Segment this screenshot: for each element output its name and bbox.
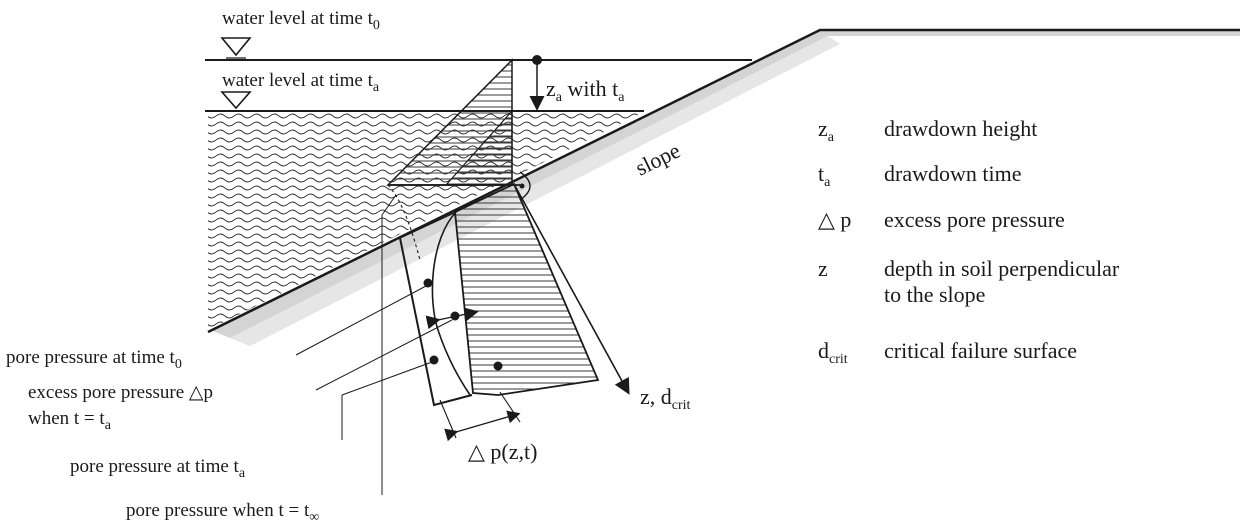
water-body	[208, 112, 644, 330]
legend-desc-z: depth in soil perpendicular	[884, 256, 1120, 281]
profile-dot-3	[429, 355, 439, 365]
pore-pressure-tinf-curve	[387, 184, 421, 261]
soil-pressure-distribution	[454, 182, 600, 396]
water-level-ta-symbol	[220, 91, 252, 110]
right-angle-arc	[519, 171, 531, 201]
profile-dot-1	[423, 278, 433, 288]
slope-surface-line	[207, 28, 1240, 334]
legend: za drawdown height ta drawdown time △ p …	[818, 116, 1120, 367]
pore-pressure-ta-label: pore pressure at time ta	[70, 456, 246, 481]
legend-desc-dcrit: critical failure surface	[884, 338, 1077, 363]
water-level-ta-label: water level at time ta	[222, 70, 380, 95]
profile-dot-4	[493, 361, 503, 371]
leader-pore-t0	[295, 285, 427, 356]
z-dcrit-label: z, dcrit	[640, 384, 691, 413]
delta-p-dimension	[444, 410, 521, 442]
leader-excess	[315, 319, 453, 391]
za-with-ta-label: za with ta	[546, 76, 625, 105]
legend-symbol-za: za	[818, 116, 835, 145]
z-axis-arrow	[513, 183, 630, 395]
pore-pressure-tinf-label: pore pressure when t = t∞	[126, 500, 319, 525]
legend-symbol-dcrit: dcrit	[818, 338, 848, 367]
leader-pore-tinf-2	[381, 194, 397, 216]
delta-p-dim-right	[499, 391, 521, 423]
water-level-t0-symbol	[220, 37, 252, 57]
excess-double-arrow	[425, 307, 479, 330]
delta-p-zt-label: △ p(z,t)	[468, 439, 537, 464]
profile-top	[399, 211, 457, 239]
right-angle-dot	[519, 183, 525, 189]
legend-symbol-z: z	[818, 256, 828, 281]
legend-symbol-delta-p: △ p	[818, 207, 851, 232]
legend-desc-za: drawdown height	[884, 116, 1037, 141]
water-level-t0-label: water level at time t0	[222, 8, 380, 33]
legend-symbol-ta: ta	[818, 161, 831, 190]
drawdown-dot	[532, 55, 542, 65]
legend-desc-delta-p: excess pore pressure	[884, 207, 1065, 232]
pore-pressure-t0-label: pore pressure at time t0	[6, 347, 182, 372]
delta-p-dim-left	[439, 399, 457, 439]
legend-desc-ta: drawdown time	[884, 161, 1021, 186]
excess-pore-pressure-label: excess pore pressure △p	[28, 382, 213, 403]
leader-pore-ta-2	[341, 361, 433, 396]
legend-desc-z-line2: to the slope	[884, 282, 985, 307]
excess-when-label: when t = ta	[28, 408, 112, 433]
